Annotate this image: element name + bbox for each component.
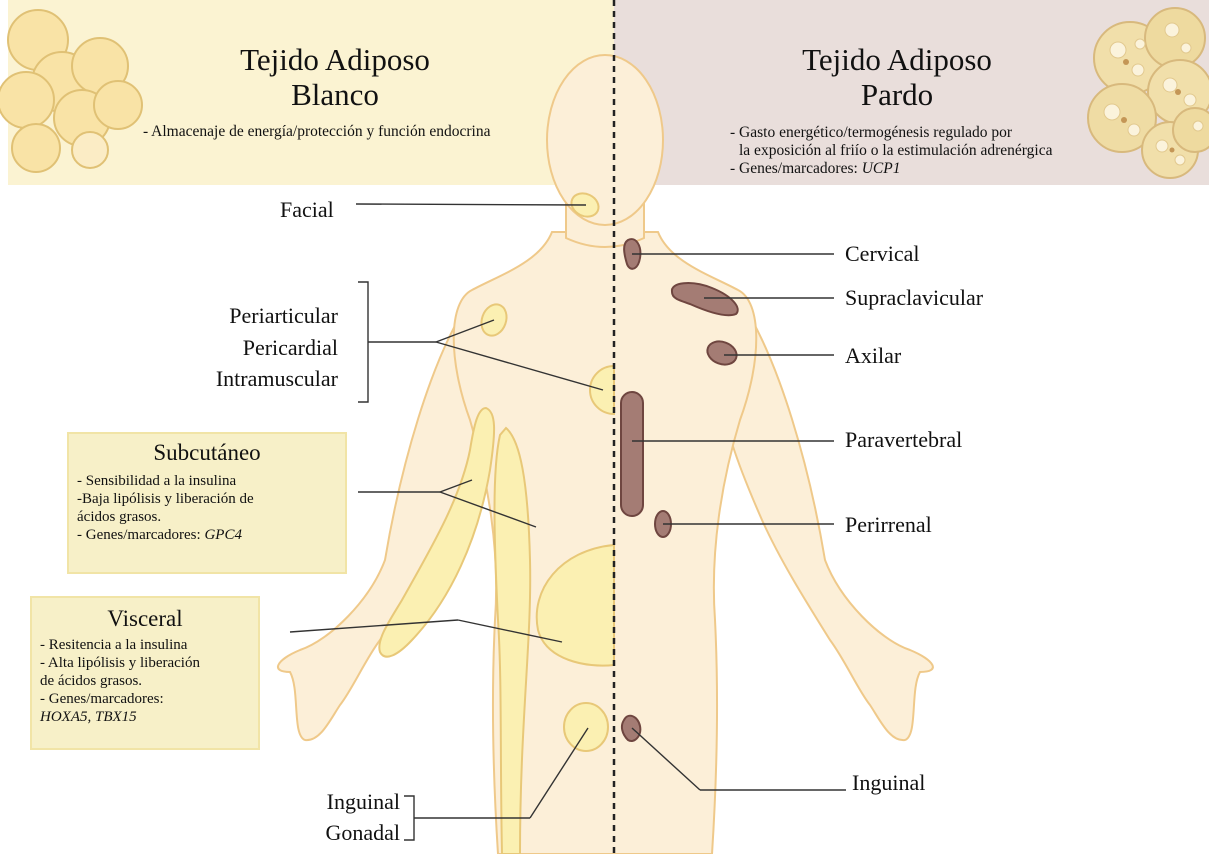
brown-title-line1: Tejido Adiposo (762, 42, 1032, 77)
label-inguinal-white: Inguinal (310, 789, 400, 815)
brown-tissue-description: - Gasto energético/termogénesis regulado… (730, 124, 1130, 178)
subcutaneo-genes-prefix: - Genes/marcadores: (77, 527, 204, 543)
subcutaneo-line1: - Sensibilidad a la insulina (77, 472, 337, 490)
label-gonadal: Gonadal (300, 820, 400, 846)
label-facial: Facial (280, 197, 334, 223)
visceral-box: Visceral - Resitencia a la insulina - Al… (30, 596, 260, 750)
visceral-line4: - Genes/marcadores: (40, 690, 250, 708)
subcutaneo-title: Subcutáneo (69, 440, 345, 466)
visceral-title: Visceral (32, 606, 258, 632)
visceral-line1: - Resitencia a la insulina (40, 636, 250, 654)
label-cervical: Cervical (845, 241, 920, 267)
label-intramuscular: Intramuscular (196, 366, 338, 392)
white-adipocytes-icon (0, 10, 142, 172)
visceral-genes-value: HOXA5, TBX15 (40, 708, 250, 726)
brown-tissue-title: Tejido Adiposo Pardo (762, 42, 1032, 112)
brown-genes-prefix: - Genes/marcadores: (730, 160, 862, 177)
label-axilar: Axilar (845, 343, 901, 369)
white-title-line1: Tejido Adiposo (200, 42, 470, 77)
label-pericardial: Pericardial (206, 335, 338, 361)
brown-title-line2: Pardo (762, 77, 1032, 112)
label-paravertebral: Paravertebral (845, 427, 962, 453)
visceral-text: - Resitencia a la insulina - Alta lipóli… (32, 632, 258, 726)
visceral-line3: de ácidos grasos. (40, 672, 250, 690)
white-tissue-title: Tejido Adiposo Blanco (200, 42, 470, 112)
brown-desc-line2: la exposición al friío o la estimulación… (730, 142, 1130, 160)
subcutaneo-text: - Sensibilidad a la insulina -Baja lipól… (69, 466, 345, 544)
visceral-line2: - Alta lipólisis y liberación (40, 654, 250, 672)
subcutaneo-box: Subcutáneo - Sensibilidad a la insulina … (67, 432, 347, 574)
subcutaneo-genes: - Genes/marcadores: GPC4 (77, 526, 337, 544)
label-periarticular: Periarticular (206, 303, 338, 329)
white-title-line2: Blanco (200, 77, 470, 112)
brown-genes-line: - Genes/marcadores: UCP1 (730, 160, 1130, 178)
subcutaneo-line2: -Baja lipólisis y liberación de (77, 490, 337, 508)
subcutaneo-line3: ácidos grasos. (77, 508, 337, 526)
label-inguinal-brown: Inguinal (852, 770, 925, 796)
brown-desc-line1: - Gasto energético/termogénesis regulado… (730, 124, 1130, 142)
white-tissue-description: - Almacenaje de energía/protección y fun… (143, 123, 563, 141)
subcutaneo-genes-value: GPC4 (204, 527, 242, 543)
brown-genes-value: UCP1 (862, 160, 901, 177)
label-perirrenal: Perirrenal (845, 512, 932, 538)
label-supraclavicular: Supraclavicular (845, 285, 983, 311)
